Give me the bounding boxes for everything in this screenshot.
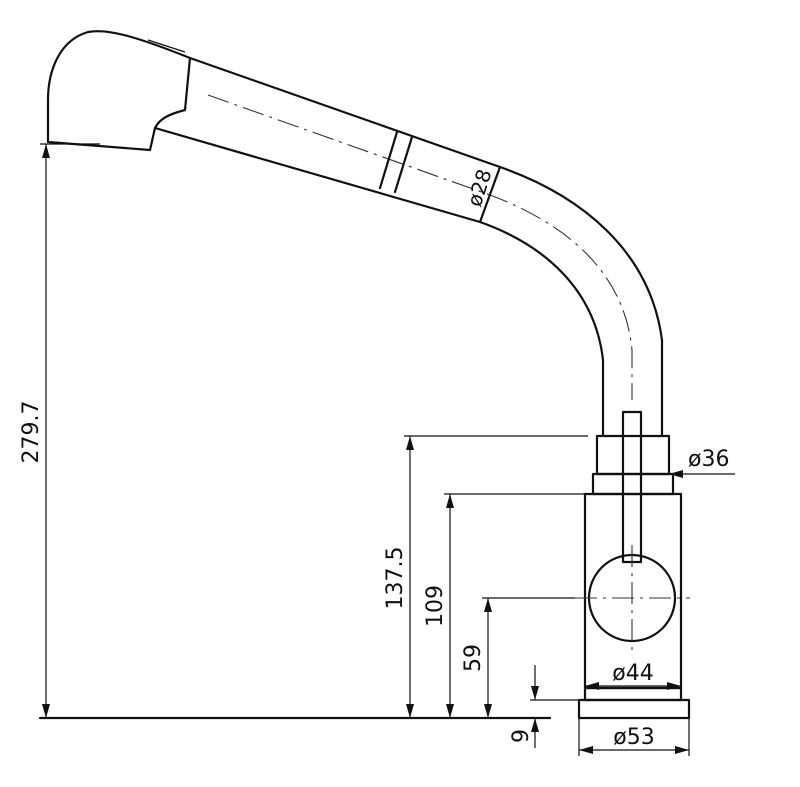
dim-44-arrow-right xyxy=(667,682,681,690)
spout-section-line xyxy=(478,165,502,224)
dim-53-label: ø53 xyxy=(613,725,654,750)
dim-137-arrow-bottom xyxy=(406,704,414,718)
dim-137-arrow-top xyxy=(406,436,414,450)
dim-53-arrow-left xyxy=(579,746,593,754)
dim-9-arrow-bottom xyxy=(531,718,539,732)
dim-279-label: 279.7 xyxy=(19,401,44,464)
dim-36-label: ø36 xyxy=(688,447,729,472)
dim-36-arrow xyxy=(669,470,683,478)
dim-137-label: 137.5 xyxy=(383,547,408,610)
lever-handle xyxy=(621,410,643,564)
dim-109-label: 109 xyxy=(423,585,448,627)
collar-lower-ring xyxy=(591,472,675,496)
dimensions: 279.7 137.5 109 59 9 ø28 ø36 xyxy=(19,143,735,756)
dim-spout-diameter-label: ø28 xyxy=(462,166,496,209)
dim-59-label: 59 xyxy=(461,644,486,672)
spray-head xyxy=(46,30,192,152)
base-plate xyxy=(577,698,691,720)
dim-9-label: 9 xyxy=(509,729,534,743)
collar xyxy=(595,434,671,476)
dim-59-arrow-top xyxy=(484,598,492,612)
dim-59-arrow-bottom xyxy=(484,704,492,718)
dim-44-arrow-left xyxy=(585,682,599,690)
body xyxy=(583,492,683,690)
dim-109-arrow-top xyxy=(446,494,454,508)
spout-upper-edge xyxy=(188,56,664,437)
faucet-outline xyxy=(46,30,691,720)
spray-head-nozzle-line xyxy=(147,39,186,53)
dim-9-arrow-top xyxy=(531,686,539,700)
spout-centerline xyxy=(207,94,633,400)
body-foot xyxy=(583,686,683,702)
spout-lower-edge xyxy=(153,126,605,437)
spout-ring-right xyxy=(393,135,414,194)
dim-53-arrow-right xyxy=(675,746,689,754)
dim-44-label: ø44 xyxy=(612,661,653,686)
dim-279-arrow-bottom xyxy=(42,704,50,718)
dim-279-arrow-top xyxy=(42,144,50,158)
dim-109-arrow-bottom xyxy=(446,704,454,718)
spout-ring-left xyxy=(378,130,399,190)
